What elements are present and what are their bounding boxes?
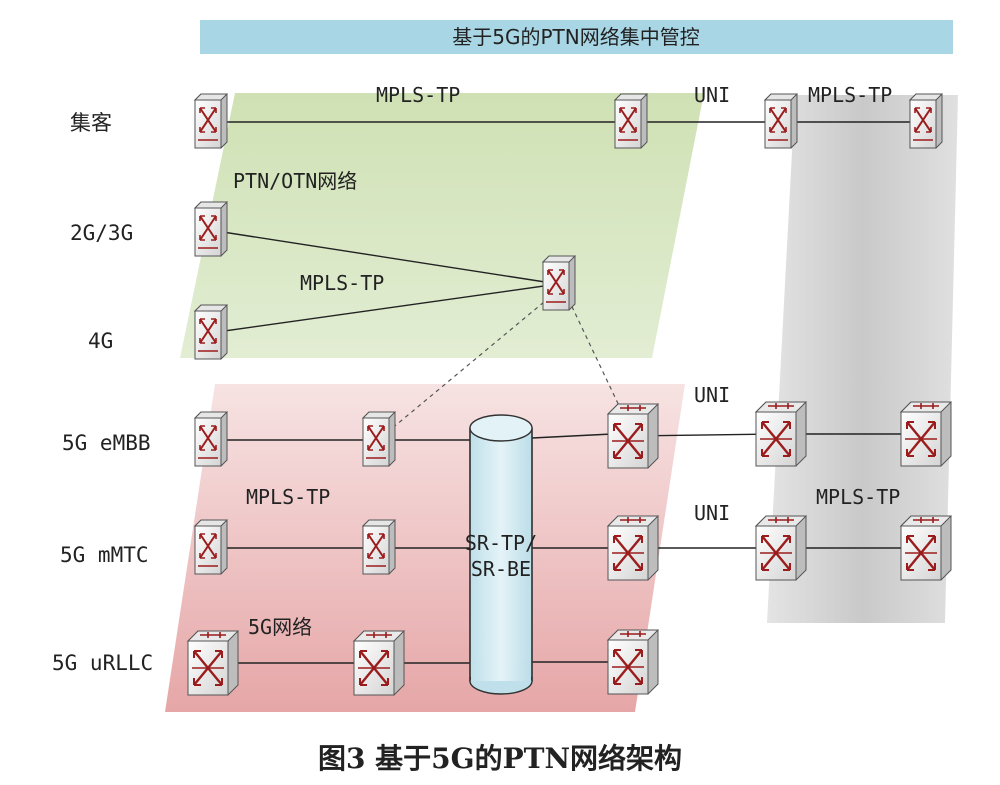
dashed-links	[389, 291, 623, 431]
dashed-agg-embb-access	[389, 291, 557, 431]
row-label-jike: 集客	[70, 111, 112, 135]
core-switch-icon	[606, 514, 660, 582]
label-lower-mpls: MPLS-TP	[246, 485, 330, 509]
zone-label-5g: 5G网络	[248, 615, 312, 639]
label-right-mpls: MPLS-TP	[816, 485, 900, 509]
core-switch-icon	[754, 514, 808, 582]
zone-label-ptn-otn: PTN/OTN网络	[233, 169, 357, 193]
dashed-agg-embb-core	[564, 291, 623, 413]
core-switch-icon	[754, 400, 808, 468]
switch-icon	[362, 519, 396, 575]
label-top-mpls: MPLS-TP	[376, 83, 460, 107]
label-mid-mpls: MPLS-TP	[300, 271, 384, 295]
switch-icon	[194, 201, 228, 257]
row-label-urllc: 5G uRLLC	[52, 651, 153, 675]
switch-icon	[614, 93, 648, 149]
core-switch-icon	[899, 400, 953, 468]
switch-icon	[362, 411, 396, 467]
link-2g3g-agg	[209, 229, 559, 285]
figure-caption: 图3 基于5G的PTN网络架构	[317, 742, 683, 775]
core-switch-icon	[186, 629, 240, 697]
core-switch-icon	[899, 514, 953, 582]
banner-title: 基于5G的PTN网络集中管控	[452, 25, 699, 49]
switch-icon	[194, 304, 228, 360]
switch-icon	[194, 519, 228, 575]
core-switch-icon	[606, 628, 660, 696]
cylinder-label-2: SR-BE	[471, 557, 531, 581]
row-label-4g: 4G	[88, 329, 113, 353]
switch-icon	[764, 93, 798, 149]
switch-icon	[909, 93, 943, 149]
switch-icon	[542, 255, 576, 311]
core-switch-icon	[352, 629, 406, 697]
row-label-mmtc: 5G mMTC	[60, 543, 149, 567]
label-top-right-mpls: MPLS-TP	[808, 83, 892, 107]
link-4g-agg	[209, 283, 559, 334]
gray-zone	[767, 95, 958, 623]
label-embb-uni: UNI	[694, 383, 730, 407]
switch-icon	[194, 93, 228, 149]
row-label-embb: 5G eMBB	[62, 431, 151, 455]
core-switch-icon	[606, 402, 660, 470]
switch-icon	[194, 411, 228, 467]
row-label-2g3g: 2G/3G	[70, 221, 133, 245]
label-mmtc-uni: UNI	[694, 501, 730, 525]
label-top-uni: UNI	[694, 83, 730, 107]
sr-tp-cylinder	[469, 414, 533, 695]
cylinder-label-1: SR-TP/	[465, 531, 537, 555]
banner	[200, 20, 953, 54]
